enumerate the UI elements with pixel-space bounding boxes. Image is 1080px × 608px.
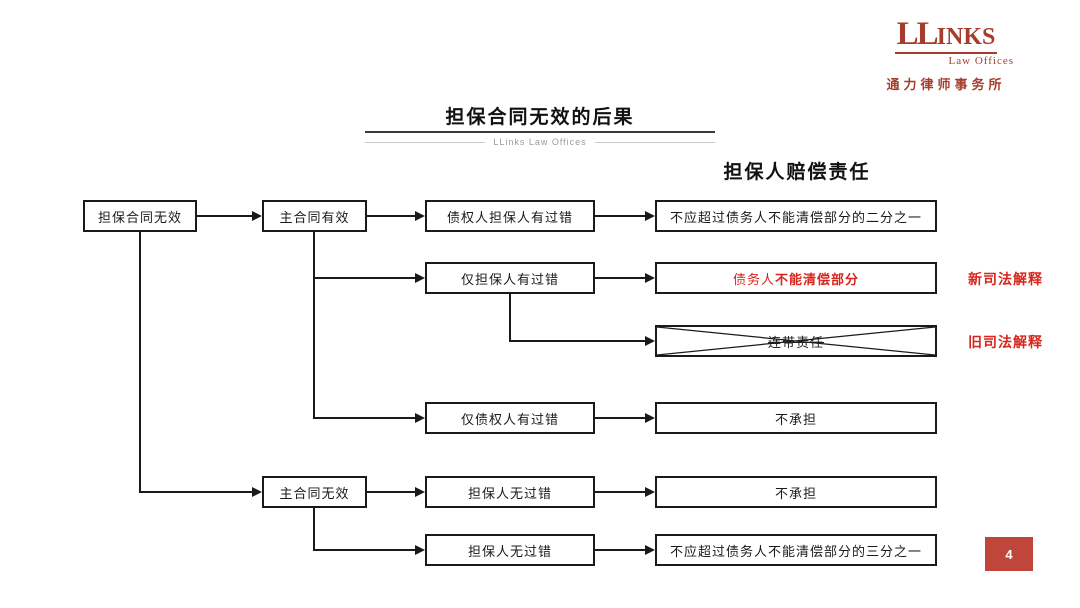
logo-chinese-name: 通力律师事务所 (886, 77, 1006, 92)
column-header-liability: 担保人赔偿责任 (723, 162, 871, 183)
connector-line (367, 215, 415, 217)
arrowhead (252, 211, 262, 221)
logo-law-offices: Law Offices (948, 55, 1014, 67)
connector-line (313, 549, 415, 551)
connector-line (197, 215, 252, 217)
page-title: 担保合同无效的后果 (445, 107, 635, 128)
result-unpaid-portion: 债务人不能清偿部分 (655, 262, 937, 294)
watermark-text: LLinks Law Offices (493, 137, 587, 147)
node-guarantor-no-fault-2: 担保人无过错 (425, 534, 595, 566)
connector-line (595, 491, 645, 493)
arrowhead (645, 545, 655, 555)
arrowhead (645, 273, 655, 283)
node-main-contract-valid: 主合同有效 (262, 200, 367, 232)
node-only-guarantor-fault: 仅担保人有过错 (425, 262, 595, 294)
arrowhead (645, 211, 655, 221)
arrowhead (415, 273, 425, 283)
node-guarantor-no-fault: 担保人无过错 (425, 476, 595, 508)
annotation-old-interpretation: 旧司法解释 (968, 334, 1043, 350)
arrowhead (415, 545, 425, 555)
connector-line (139, 232, 141, 493)
arrowhead (252, 487, 262, 497)
arrowhead (645, 413, 655, 423)
result-unpaid-emphasis: 不能清偿部分 (775, 271, 860, 287)
arrowhead (645, 487, 655, 497)
arrowhead (415, 413, 425, 423)
connector-line (313, 417, 415, 419)
title-underline (365, 131, 715, 133)
annotation-new-interpretation: 新司法解释 (968, 271, 1043, 287)
watermark-line-left (365, 141, 486, 143)
joint-liability-label: 连带责任 (767, 334, 824, 350)
node-guarantee-contract-invalid: 担保合同无效 (83, 200, 197, 232)
connector-line (509, 294, 511, 342)
watermark-line-right (594, 141, 715, 143)
connector-line (313, 508, 315, 551)
connector-line (313, 277, 415, 279)
connector-line (595, 215, 645, 217)
result-not-liable-2: 不承担 (655, 476, 937, 508)
connector-line (509, 340, 645, 342)
result-unpaid-prefix: 债务人 (732, 271, 775, 287)
cross-out-x (657, 327, 935, 355)
node-main-contract-invalid: 主合同无效 (262, 476, 367, 508)
result-third-of-unpaid-portion: 不应超过债务人不能清偿部分的三分之一 (655, 534, 937, 566)
connector-line (140, 491, 252, 493)
arrowhead (415, 211, 425, 221)
node-only-creditor-fault: 仅债权人有过错 (425, 402, 595, 434)
result-not-liable-1: 不承担 (655, 402, 937, 434)
connector-line (367, 491, 415, 493)
node-both-parties-fault: 债权人担保人有过错 (425, 200, 595, 232)
page-number-badge: 4 (985, 537, 1033, 571)
connector-line (595, 549, 645, 551)
logo-inks: INKS (936, 24, 996, 50)
logo-wordmark: LLINKS (894, 16, 998, 54)
arrowhead (415, 487, 425, 497)
arrowhead (645, 336, 655, 346)
connector-line (595, 417, 645, 419)
logo-ll: LL (896, 16, 939, 52)
node-joint-liability-crossed: 连带责任 (655, 325, 937, 357)
connector-line (595, 277, 645, 279)
connector-line (313, 232, 315, 419)
llinks-logo: LLINKS Law Offices 通力律师事务所 (872, 18, 1020, 93)
result-half-of-unpaid-portion: 不应超过债务人不能清偿部分的二分之一 (655, 200, 937, 232)
watermark-row: LLinks Law Offices (365, 137, 715, 147)
